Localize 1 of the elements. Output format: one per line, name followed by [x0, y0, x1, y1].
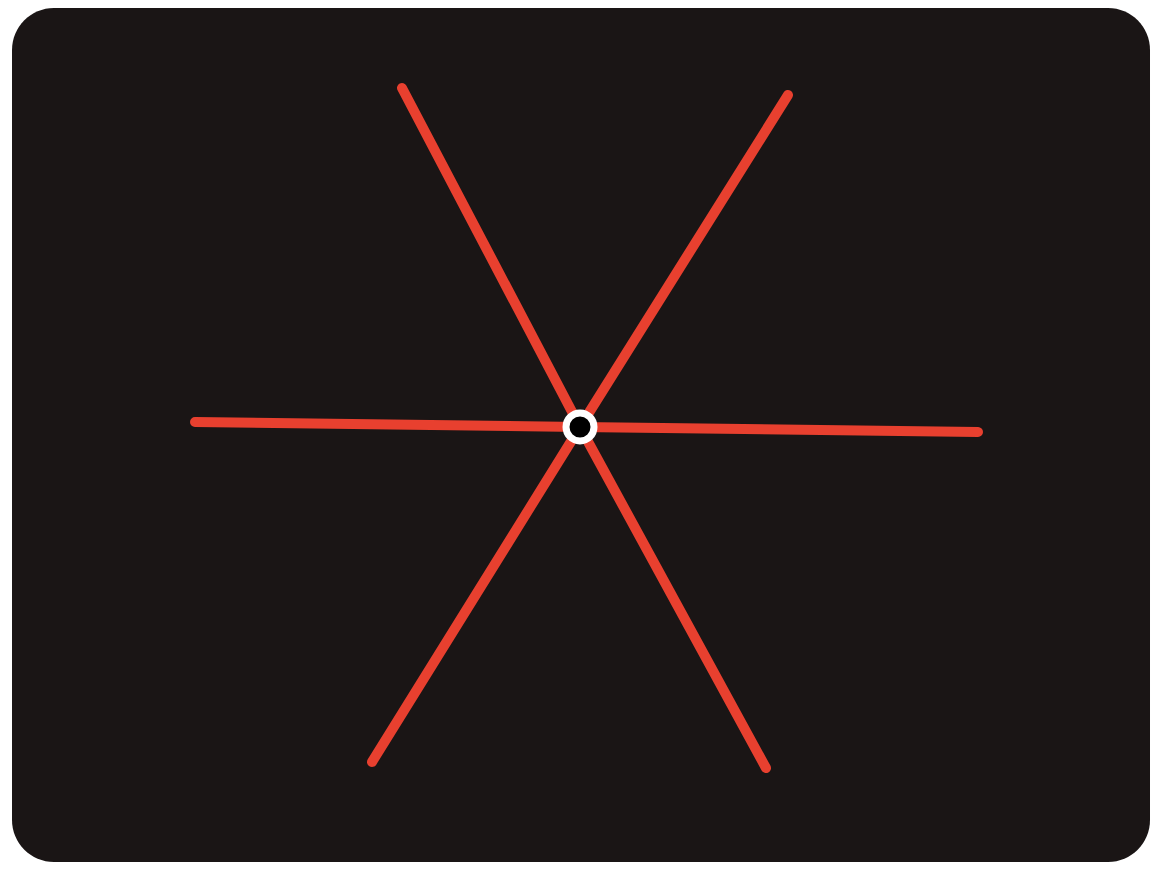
center-point — [562, 409, 598, 445]
